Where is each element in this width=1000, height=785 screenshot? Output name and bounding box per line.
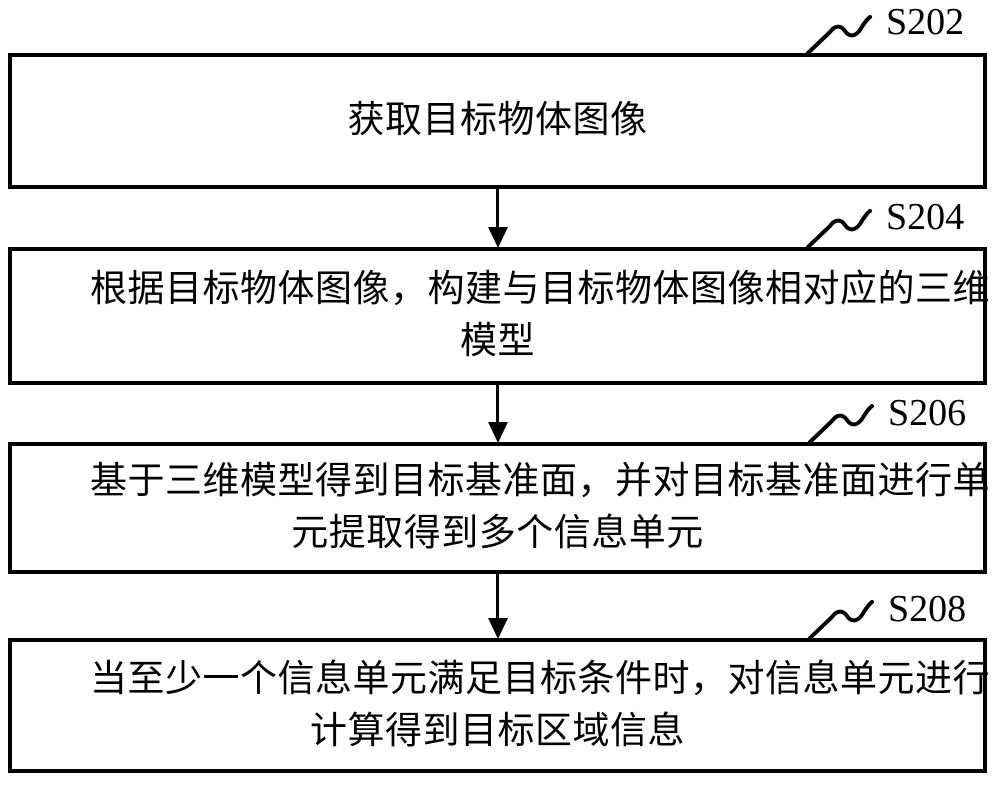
leader-squiggle-s208	[808, 600, 874, 640]
arrow-line	[496, 385, 499, 423]
arrow-head-icon	[488, 618, 508, 639]
arrow-head-icon	[488, 422, 508, 443]
step-label-s206: S206	[888, 392, 967, 434]
leader-squiggle-s202	[806, 15, 872, 55]
arrow-line	[496, 573, 499, 618]
arrow-line	[496, 188, 499, 228]
step-box-s204: 根据目标物体图像，构建与目标物体图像相对应的三维 模型	[8, 247, 990, 385]
step-text-line: 计算得到目标区域信息	[310, 710, 685, 752]
arrow-head-icon	[488, 227, 508, 248]
step-label-s204: S204	[886, 196, 965, 238]
leader-squiggle-s204	[806, 209, 872, 249]
step-label-s208: S208	[888, 588, 967, 630]
step-text-line: 获取目标物体图像	[347, 100, 648, 141]
step-box-s206: 基于三维模型得到目标基准面，并对目标基准面进行单 元提取得到多个信息单元	[8, 442, 990, 574]
step-box-s202: 获取目标物体图像	[8, 53, 987, 189]
step-label-s202: S202	[886, 1, 965, 43]
leader-squiggle-s206	[808, 404, 874, 444]
step-box-s208: 当至少一个信息单元满足目标条件时，对信息单元进行 计算得到目标区域信息	[8, 638, 990, 773]
step-text-line: 模型	[460, 321, 535, 362]
step-text-line: 根据目标物体图像，构建与目标物体图像相对应的三维	[90, 269, 990, 310]
step-text-line: 元提取得到多个信息单元	[291, 513, 704, 554]
step-text-line: 当至少一个信息单元满足目标条件时，对信息单元进行	[90, 658, 990, 700]
step-text-line: 基于三维模型得到目标基准面，并对目标基准面进行单	[90, 461, 990, 502]
